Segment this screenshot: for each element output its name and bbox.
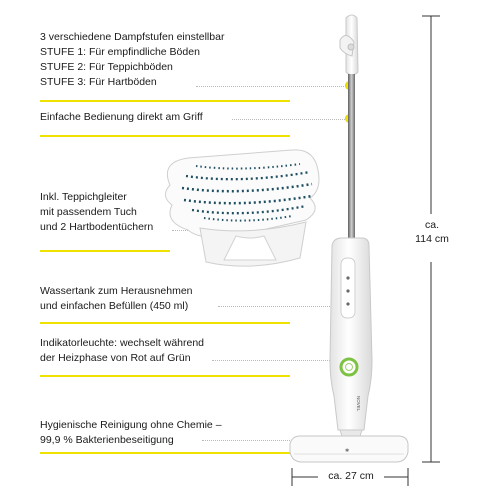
feature-line: Inkl. Teppichgleiter <box>40 191 127 203</box>
feature-line: Indikatorleuchte: wechselt während <box>40 337 205 349</box>
mop-body: NOVEL <box>329 237 373 431</box>
carpet-glider <box>165 149 320 267</box>
yellow-underline <box>40 250 170 252</box>
feature-line: Einfache Bedienung direkt am Griff <box>40 111 203 123</box>
feature-line: und einfachen Befüllen (450 ml) <box>40 300 189 312</box>
height-dimension <box>422 15 440 463</box>
yellow-underline <box>40 135 290 137</box>
connector-line <box>196 86 346 88</box>
feature-line: mit passendem Tuch <box>40 206 137 218</box>
handle-grip <box>339 14 359 76</box>
feature-carpet-glider: Inkl. Teppichgleiter mit passendem Tuch … <box>40 190 153 235</box>
width-label: ca. 27 cm <box>328 470 374 482</box>
feature-indicator-light: Indikatorleuchte: wechselt während der H… <box>40 336 204 366</box>
feature-line: STUFE 3: Für Hartböden <box>40 76 157 88</box>
feature-line: 99,9 % Bakterienbeseitigung <box>40 434 174 446</box>
feature-line: 3 verschiedene Dampfstufen einstellbar <box>40 31 225 43</box>
yellow-underline <box>40 452 290 454</box>
connector-line <box>212 360 340 362</box>
feature-easy-handling: Einfache Bedienung direkt am Griff <box>40 110 203 125</box>
connector-line <box>172 230 200 232</box>
feature-line: STUFE 1: Für empfindliche Böden <box>40 46 200 58</box>
feature-line: STUFE 2: Für Teppichböden <box>40 61 173 73</box>
feature-line: und 2 Hartbodentüchern <box>40 221 154 233</box>
feature-water-tank: Wassertank zum Herausnehmen und einfache… <box>40 284 193 314</box>
connector-line <box>202 440 302 442</box>
feature-line: Hygienische Reinigung ohne Chemie – <box>40 419 222 431</box>
yellow-underline <box>40 375 290 377</box>
connector-line <box>218 306 344 308</box>
feature-steam-levels: 3 verschiedene Dampfstufen einstellbar S… <box>40 30 224 90</box>
feature-line: Wassertank zum Herausnehmen <box>40 285 193 297</box>
yellow-underline <box>40 100 290 102</box>
feature-hygienic-cleaning: Hygienische Reinigung ohne Chemie – 99,9… <box>40 418 222 448</box>
water-tank <box>340 257 356 319</box>
height-label-value: 114 cm <box>415 233 449 245</box>
connector-line <box>232 119 345 121</box>
fan-symbol-icon: ✱ <box>345 448 350 454</box>
height-label-prefix: ca. <box>424 219 439 231</box>
height-label: ca. 114 cm <box>413 218 451 246</box>
feature-line: der Heizphase von Rot auf Grün <box>40 352 191 364</box>
width-dimension <box>291 468 409 486</box>
mop-head: ✱ <box>289 435 409 463</box>
brand-logo: NOVEL <box>356 396 361 412</box>
yellow-underline <box>40 322 290 324</box>
metal-pole <box>348 74 355 246</box>
